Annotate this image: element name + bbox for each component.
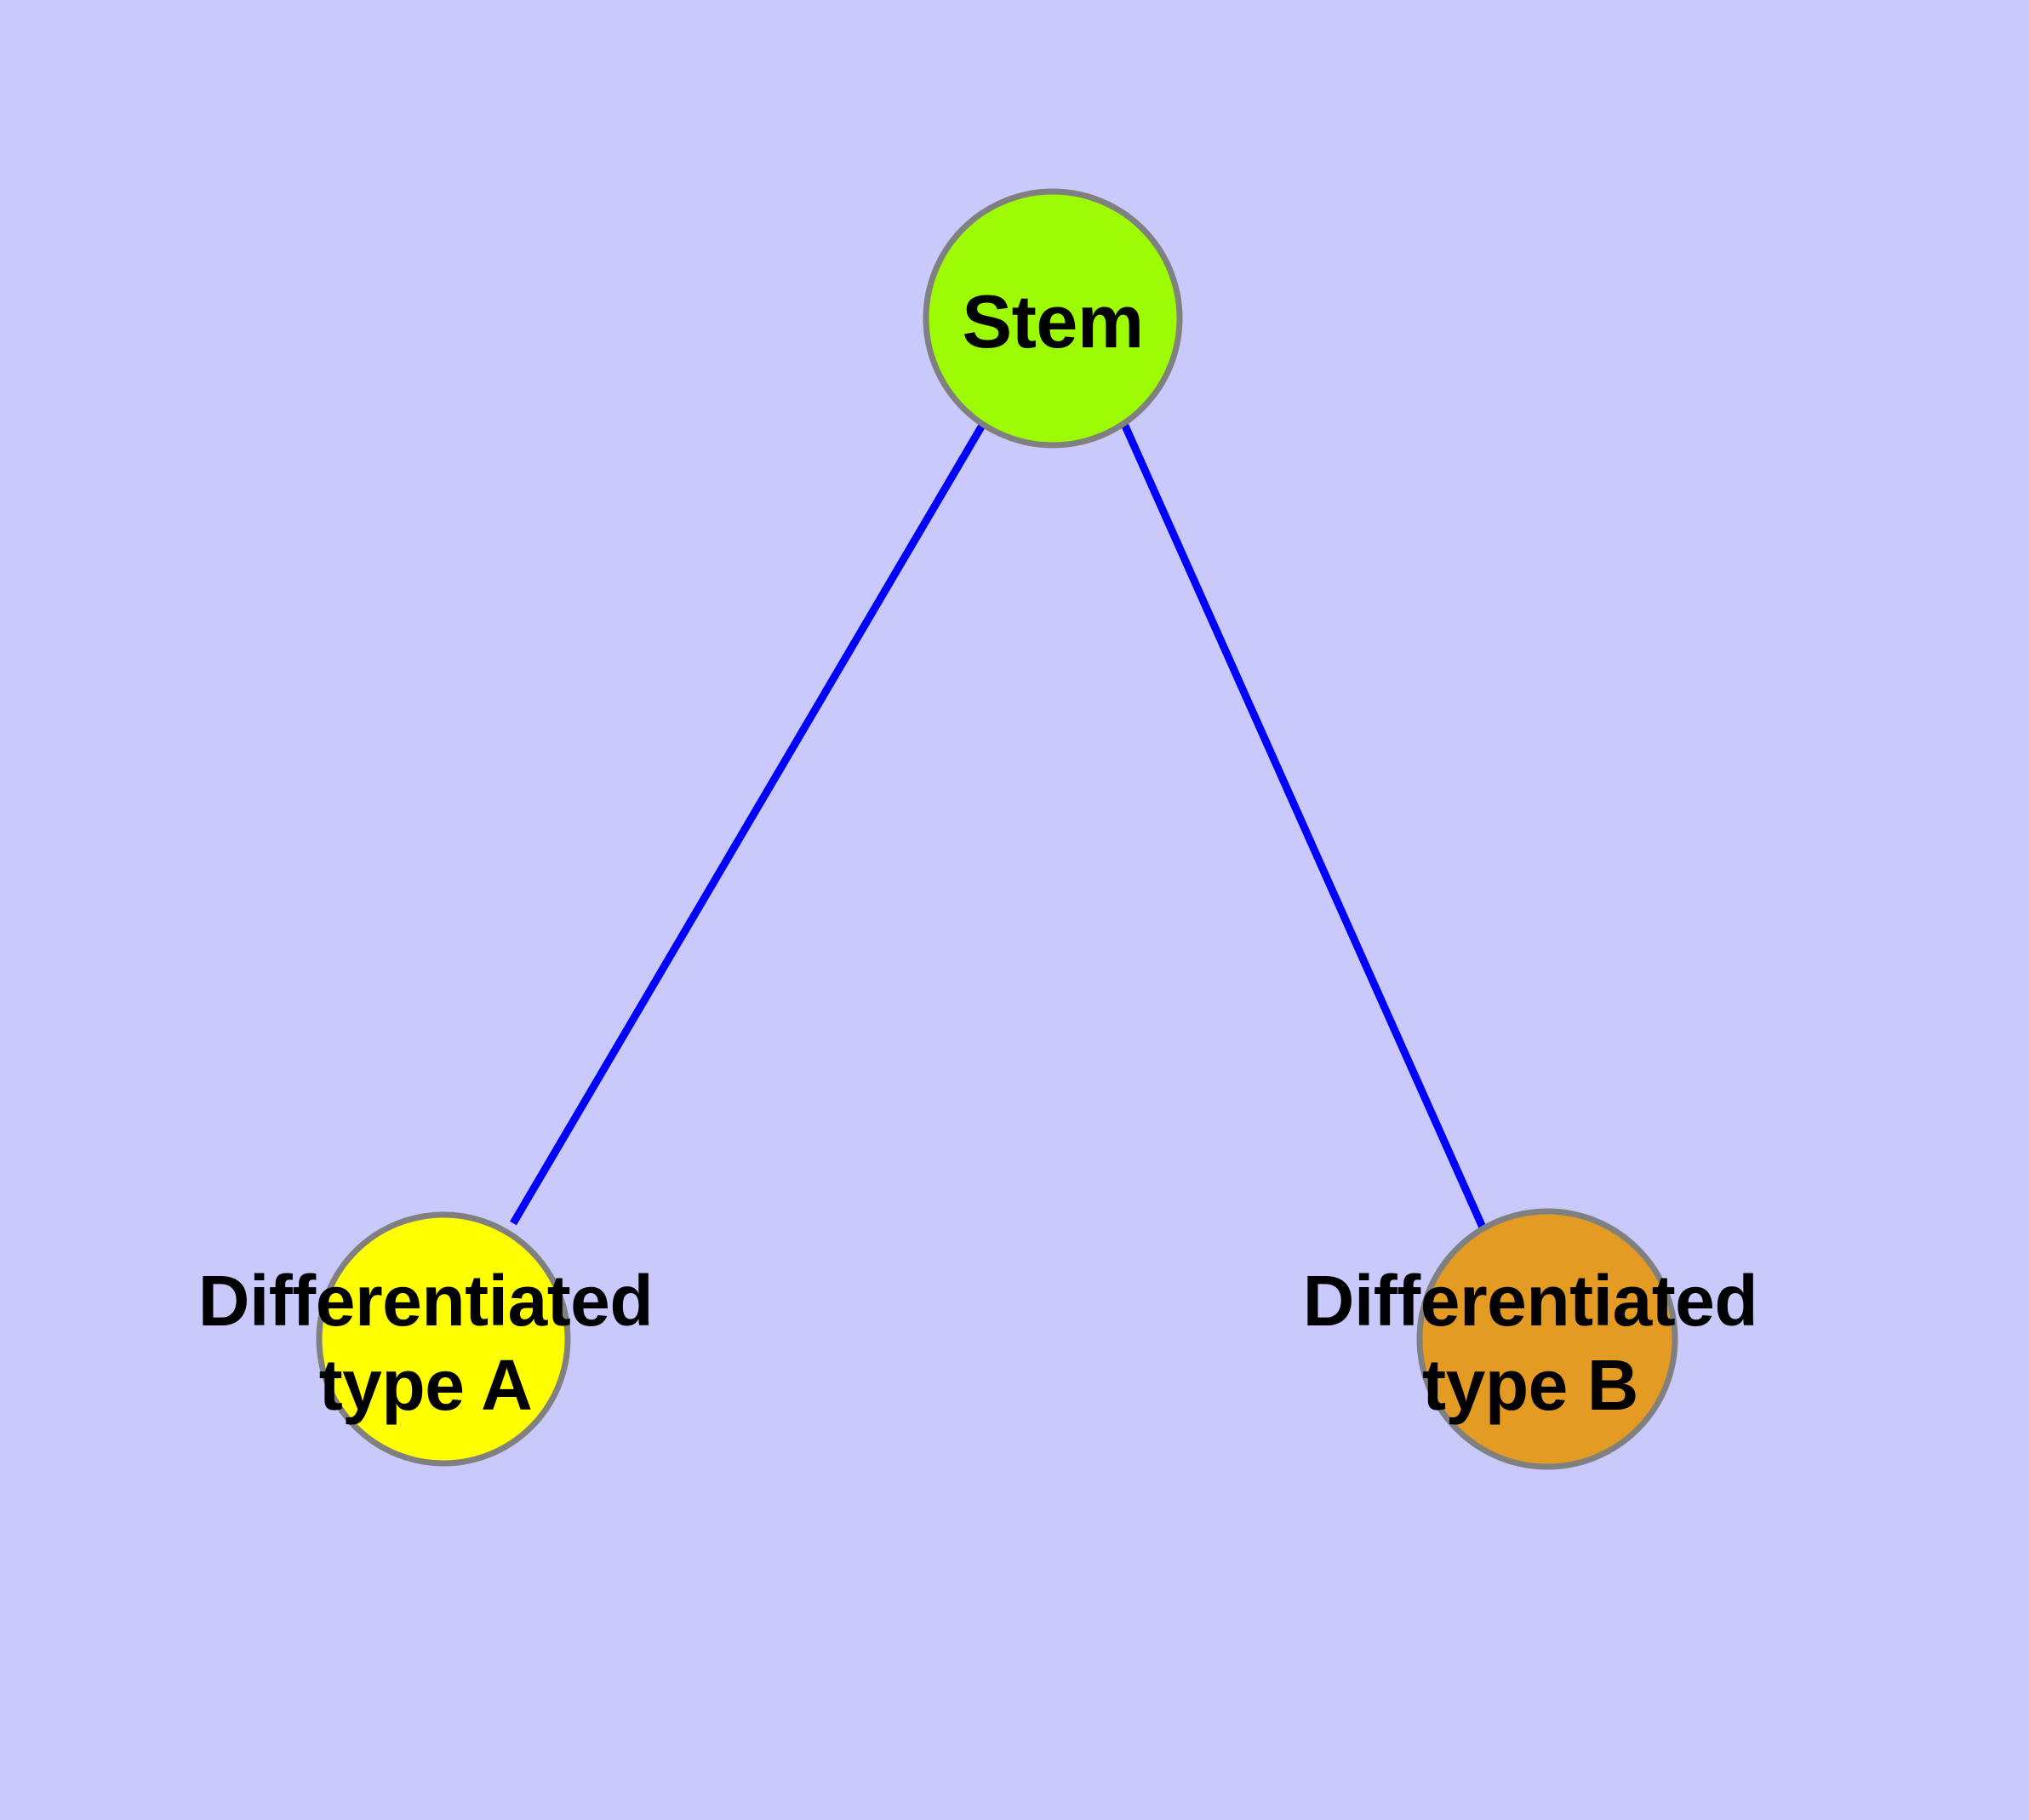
node-differentiated-type-b[interactable] <box>1416 1208 1678 1470</box>
edge-stem-to-differentiated-type-a <box>510 421 986 1226</box>
node-layer <box>316 188 1678 1470</box>
edge-layer <box>510 421 1488 1231</box>
node-stem[interactable] <box>923 188 1183 449</box>
node-differentiated-type-a[interactable] <box>316 1211 571 1467</box>
edge-stem-to-differentiated-type-b <box>1120 422 1488 1231</box>
